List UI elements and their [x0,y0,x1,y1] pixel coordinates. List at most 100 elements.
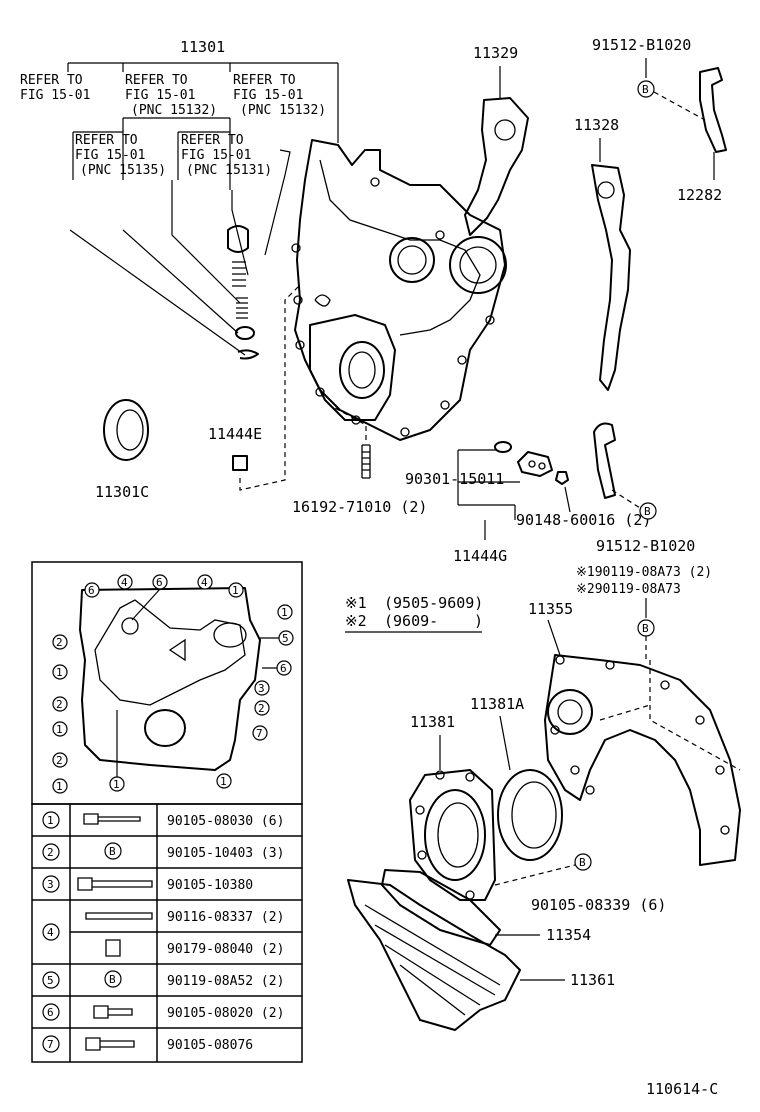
inset-marker: 1 [56,666,63,679]
part-label-12282: 12282 [677,186,722,204]
hook-bracket: B 91512-B1020 ※190119-08A73 (2) ※290119-… [576,422,712,660]
inset-marker: 1 [56,780,63,793]
inset-marker-layer: 6 4 6 4 1 2 5 1 6 2 3 1 2 2 1 7 1 1 1 [52,574,294,794]
table-key: 6 [47,1006,54,1019]
note-1-mark: ※1 [345,594,367,612]
refer-note-2-line2: FIG 15-01 [125,88,195,103]
bolt-icon-row1 [83,813,141,825]
note-1-range: (9505-9609) [384,594,483,612]
inset-marker: 4 [201,576,208,589]
oil-seal-11301C: 11301C [95,399,149,501]
note-2-mark: ※2 [345,612,367,630]
refer-note-3-line2: FIG 15-01 [233,88,303,103]
table-key: 4 [47,926,54,939]
refer-note-1-line2: FIG 15-01 [20,88,90,103]
inset-marker: 6 [280,662,287,675]
inset-marker: 2 [258,702,265,715]
b-marker-bottom: B [579,856,586,869]
oil-pan-11361: 11361 [347,879,615,1031]
part-label-91512-bottom: 91512-B1020 [596,537,695,555]
table-key-row3: 3 [42,875,60,893]
table-part-number: 90105-08076 [167,1038,253,1053]
inset-marker: 1 [220,775,227,788]
bolt-icon-row6 [93,1005,133,1019]
part-label-11355: 11355 [528,600,573,618]
gasket-11329: 11329 [464,44,529,236]
bolt-table: B B 1 2 3 4 5 6 7 90105-08030 (6) 90105-… [31,803,303,1063]
table-key-row1: 1 [42,811,60,829]
part-label-90148: 90148-60016 (2) [516,511,651,529]
sensor-group-11444G: 90301-15011 90148-60016 (2) 11444G [405,441,651,565]
part-label-90119-a73-2: ※190119-08A73 (2) [576,565,712,580]
part-label-11444G: 11444G [453,547,507,565]
bracket-12282: 91512-B1020 B 12282 [592,36,727,204]
part-label-11301C: 11301C [95,483,149,501]
inset-marker: 1 [113,778,120,791]
oil-seal-11381A: 11381A [470,695,563,861]
b-marker-table: B [109,845,116,858]
inset-marker: 6 [88,584,95,597]
refer-note-2-line3: (PNC 15132) [131,103,217,118]
b-marker-mid: B [644,505,651,518]
part-label-11328: 11328 [574,116,619,134]
refer-note-5-line3: (PNC 15131) [186,163,272,178]
inset-marker: 1 [281,606,288,619]
table-key-row2: 2 [42,843,60,861]
table-key: 7 [47,1038,54,1051]
inset-marker: 1 [56,723,63,736]
b-marker-table: B [109,973,116,986]
table-key-row5: 5 [42,971,60,989]
stud-16192: 16192-71010 (2) [292,407,427,516]
bolt-icon-row7 [85,1037,135,1051]
part-label-90301: 90301-15011 [405,470,504,488]
retainer-11381: 11381 B 90105-08339 (6) [409,713,666,914]
inset-marker: 1 [232,584,239,597]
table-part-number: 90105-08030 (6) [167,814,284,829]
inset-marker: 3 [258,682,265,695]
table-part-number: 90119-08A52 (2) [167,974,284,989]
part-label-16192: 16192-71010 (2) [292,498,427,516]
b-marker-lower: B [642,622,649,635]
note-2-range: (9609- [384,612,438,630]
part-label-11354: 11354 [546,926,591,944]
bolt-icon-row2: B [104,842,122,860]
applicability-notes: ※1 (9505-9609) ※2 (9609- ) [345,594,483,633]
part-label-90105-08339: 90105-08339 (6) [531,896,666,914]
inset-marker: 2 [56,698,63,711]
table-key-row4: 4 [42,923,60,941]
bolt-icon-row5: B [104,970,122,988]
table-key: 3 [47,878,54,891]
note-2-close: ) [474,612,483,630]
part-label-91512-top: 91512-B1020 [592,36,691,54]
part-label-11329: 11329 [473,44,518,62]
inset-marker: 2 [56,636,63,649]
inset-marker: 6 [156,576,163,589]
part-label-11381A: 11381A [470,695,524,713]
part-label-11301: 11301 [180,38,225,56]
table-part-number: 90105-08020 (2) [167,1006,284,1021]
part-label-11361: 11361 [570,971,615,989]
separator-11354: 11354 [381,869,591,946]
bolt-location-inset: 6 4 6 4 1 2 5 1 6 2 3 1 2 2 1 7 1 1 1 [31,561,303,805]
table-key-row6: 6 [42,1003,60,1021]
refer-note-4-line2: FIG 15-01 [75,148,145,163]
gasket-11328: 11328 [574,116,631,391]
part-label-11381: 11381 [410,713,455,731]
table-part-number: 90179-08040 (2) [167,942,284,957]
bolt-icon-row4a [85,912,153,920]
bolt-icon-row3 [77,877,153,891]
refer-note-5-line1: REFER TO [181,133,244,148]
table-part-number: 90105-10380 [167,878,253,893]
refer-note-2-line1: REFER TO [125,73,188,88]
inset-marker: 5 [282,632,289,645]
table-key: 2 [47,846,54,859]
inset-marker: 4 [121,576,128,589]
table-part-number: 90116-08337 (2) [167,910,284,925]
diagram-id: 110614-C [646,1080,718,1098]
part-label-90119-a73: ※290119-08A73 [576,582,681,597]
inset-marker: 7 [256,727,263,740]
refer-bracket: 11301 REFER TO FIG 15-01 REFER TO FIG 15… [20,38,339,356]
refer-note-5-line2: FIG 15-01 [181,148,251,163]
part-11444E: 11444E [208,284,301,491]
